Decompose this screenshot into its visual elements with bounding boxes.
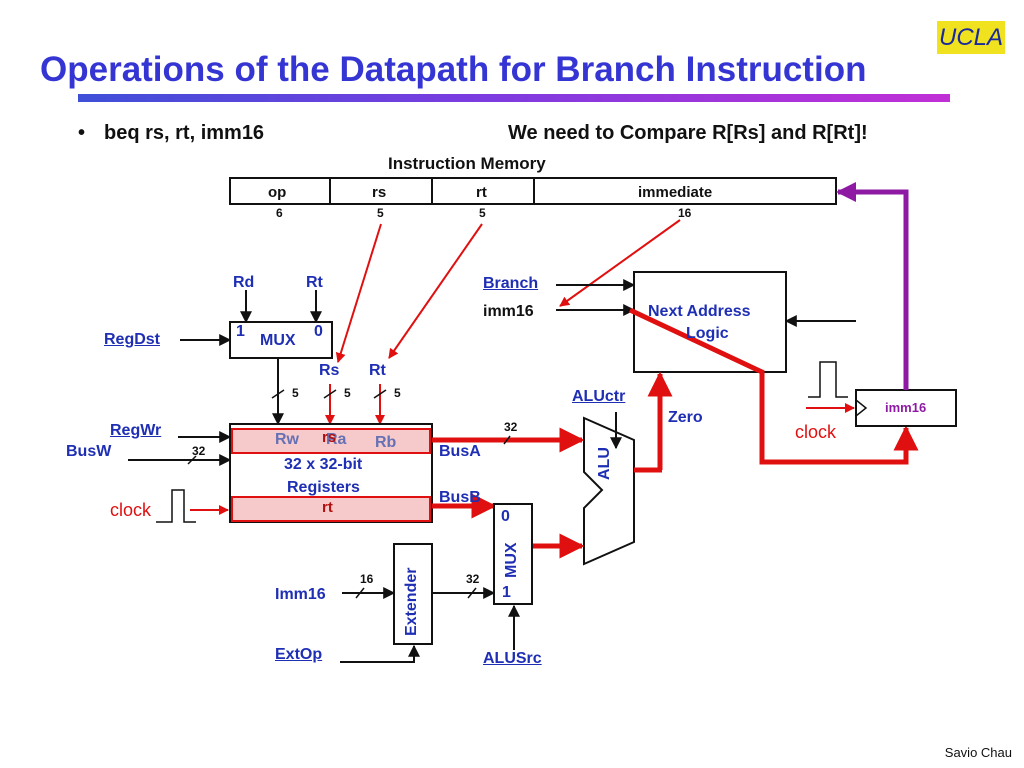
rt-read-highlight — [231, 496, 431, 522]
alu-label: ALU — [596, 447, 613, 480]
pc-register-label: imm16 — [885, 400, 927, 415]
pc-register — [855, 389, 957, 427]
regdst-mux-in1: 1 — [236, 323, 245, 340]
rt-label: Rt — [369, 362, 386, 379]
aluctr-control-label: ALUctr — [572, 388, 626, 405]
rw-port-label: Rw — [275, 431, 299, 448]
regdst-control-label: RegDst — [104, 331, 161, 348]
bullet-instruction: beq rs, rt, imm16 — [104, 122, 265, 144]
extender-output-width: 32 — [466, 572, 480, 586]
extender-label: Extender — [403, 567, 420, 636]
field-width-immediate: 16 — [678, 206, 692, 220]
extop-control-label: ExtOp — [275, 646, 323, 663]
alusrc-mux-in1: 1 — [502, 584, 511, 601]
next-address-logic-label-2: Logic — [686, 325, 729, 342]
alusrc-mux-in0: 0 — [501, 508, 510, 525]
bullet-marker: • — [78, 122, 86, 144]
ra-port-label: Ra — [326, 431, 347, 448]
instruction-memory-label: Instruction Memory — [388, 154, 546, 173]
branch-signal-label: Branch — [483, 275, 539, 292]
busa-label: BusA — [439, 443, 481, 460]
extender-input-width: 16 — [360, 572, 374, 586]
alu-shape — [583, 416, 635, 566]
rs-selected-label: rs — [322, 429, 337, 446]
alusrc-control-label: ALUSrc — [483, 650, 542, 667]
rd-label: Rd — [233, 274, 255, 291]
author-footer: Savio Chau — [944, 745, 1012, 760]
rt-mux-input-label: Rt — [306, 274, 323, 291]
compare-note: We need to Compare R[Rs] and R[Rt]! — [508, 122, 868, 144]
imm16-extender-input-label: Imm16 — [275, 586, 326, 603]
busb-label: BusB — [439, 489, 481, 506]
rb-port-label: Rb — [375, 434, 397, 451]
regdst-mux-name: MUX — [260, 332, 296, 349]
field-width-rt: 5 — [479, 206, 486, 220]
register-file-label: Registers — [287, 479, 360, 496]
ucla-logo: UCLA — [937, 21, 1005, 54]
rt-selected-label: rt — [322, 499, 333, 516]
regdst-mux-box — [229, 321, 333, 359]
rw-bus-width: 5 — [292, 386, 299, 400]
alusrc-mux-box — [493, 503, 533, 605]
rb-bus-width: 5 — [394, 386, 401, 400]
imm16-input-label: imm16 — [483, 303, 534, 320]
ra-bus-width: 5 — [344, 386, 351, 400]
regwr-control-label: RegWr — [110, 422, 162, 439]
regdst-mux-in0: 0 — [314, 323, 323, 340]
zero-label: Zero — [668, 409, 703, 426]
pc-clock-label: clock — [795, 422, 837, 442]
rs-read-highlight — [231, 428, 431, 454]
field-rt: rt — [476, 184, 487, 201]
busw-width: 32 — [192, 444, 206, 458]
instruction-format-box — [229, 177, 837, 205]
field-width-op: 6 — [276, 206, 283, 220]
field-rs: rs — [372, 184, 387, 201]
title-underline — [78, 94, 950, 102]
field-width-rs: 5 — [377, 206, 384, 220]
extender-box — [393, 543, 433, 645]
busw-label: BusW — [66, 443, 112, 460]
rs-label: Rs — [319, 362, 340, 379]
next-address-logic-label-1: Next Address — [648, 303, 751, 320]
busa-width: 32 — [504, 420, 518, 434]
regfile-clock-label: clock — [110, 500, 152, 520]
alusrc-mux-name: MUX — [503, 542, 520, 578]
field-op: op — [268, 184, 287, 201]
slide-title: Operations of the Datapath for Branch In… — [40, 50, 867, 89]
register-file-size-label: 32 x 32-bit — [284, 456, 363, 473]
field-immediate: immediate — [638, 184, 713, 201]
